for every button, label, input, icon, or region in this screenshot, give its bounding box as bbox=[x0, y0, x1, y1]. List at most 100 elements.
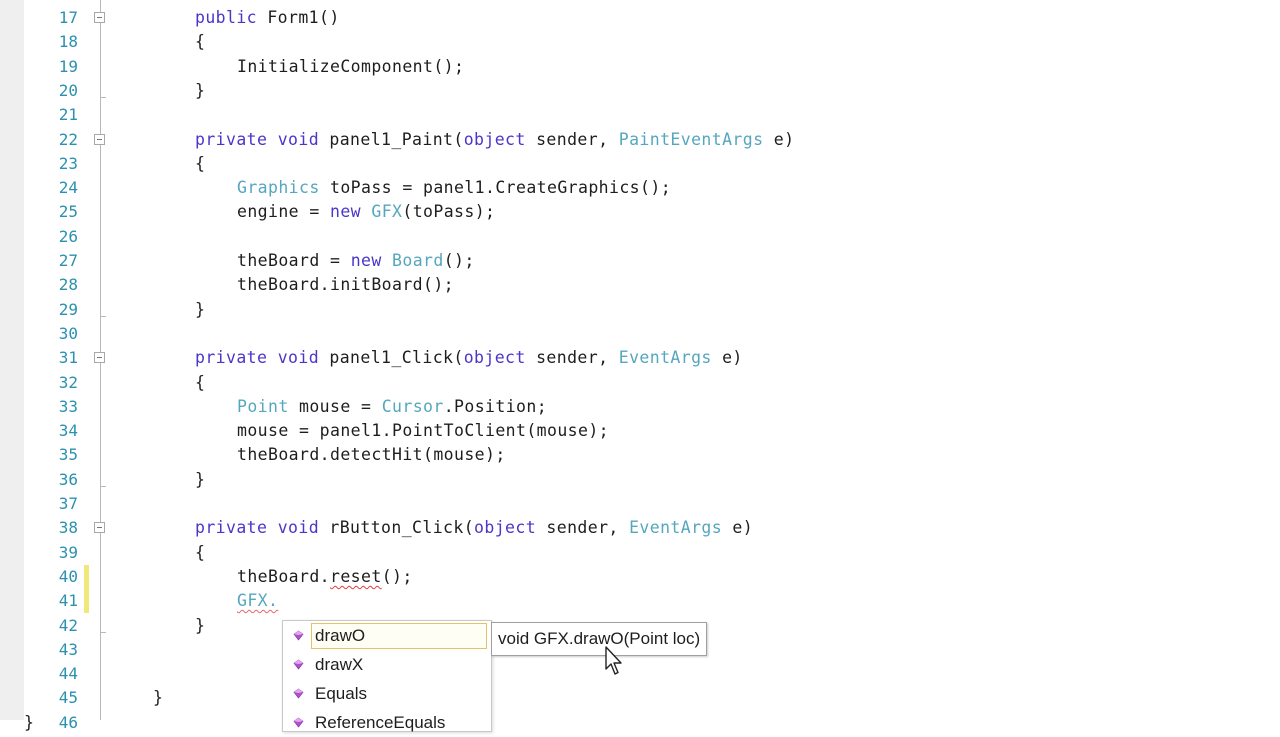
change-indicator bbox=[84, 589, 89, 614]
code-token: InitializeComponent(); bbox=[237, 56, 465, 76]
code-token: toPass = panel1.CreateGraphics(); bbox=[319, 178, 672, 198]
code-token: mouse = panel1.PointToClient(mouse); bbox=[237, 421, 610, 441]
code-line[interactable]: 18{ bbox=[24, 30, 1280, 54]
code-token: e) bbox=[722, 518, 754, 538]
code-line[interactable]: 35 theBoard.detectHit(mouse); bbox=[24, 443, 1280, 467]
code-token: Form1() bbox=[257, 8, 340, 27]
code-token: PaintEventArgs bbox=[618, 129, 764, 149]
code-token: Cursor bbox=[381, 396, 444, 416]
code-line[interactable]: 46} bbox=[24, 711, 1280, 735]
code-token: e) bbox=[763, 129, 795, 149]
fold-end-tick bbox=[100, 315, 106, 317]
code-token: sender, bbox=[525, 129, 619, 149]
code-token: theBoard.initBoard(); bbox=[237, 275, 455, 295]
line-number: 21 bbox=[58, 105, 78, 125]
method-icon bbox=[293, 659, 304, 670]
intellisense-item-drawo[interactable]: drawO bbox=[283, 622, 491, 650]
intellisense-item-label: ReferenceEquals bbox=[315, 713, 446, 732]
code-line[interactable]: 30 bbox=[24, 322, 1280, 346]
code-token: Graphics bbox=[237, 178, 320, 198]
line-number: 19 bbox=[58, 56, 78, 76]
line-number: 40 bbox=[58, 566, 78, 586]
fold-end-tick bbox=[100, 485, 106, 487]
line-number: 33 bbox=[58, 396, 78, 416]
line-number: 34 bbox=[58, 421, 78, 441]
code-line[interactable]: 45} bbox=[24, 686, 1280, 710]
code-line[interactable]: 19 InitializeComponent(); bbox=[24, 55, 1280, 79]
code-line[interactable]: 44 bbox=[24, 662, 1280, 686]
code-text: { bbox=[195, 152, 205, 176]
intellisense-tooltip: void GFX.drawO(Point loc) bbox=[491, 622, 708, 656]
code-token: void bbox=[277, 518, 320, 538]
code-line[interactable]: 23 { bbox=[24, 152, 1280, 176]
line-number: 36 bbox=[58, 469, 78, 489]
code-line[interactable]: 29} bbox=[24, 298, 1280, 322]
line-number: 32 bbox=[58, 372, 78, 392]
code-token: Point bbox=[237, 396, 289, 416]
intellisense-item-drawx[interactable]: drawX bbox=[283, 651, 491, 679]
code-line[interactable]: 20} bbox=[24, 79, 1280, 103]
code-line[interactable]: 36} bbox=[24, 468, 1280, 492]
code-line[interactable]: 39{ bbox=[24, 541, 1280, 565]
code-token bbox=[267, 130, 277, 149]
code-token: new bbox=[350, 251, 382, 270]
code-text: GFX. bbox=[237, 589, 278, 613]
collapse-icon[interactable] bbox=[94, 352, 105, 364]
mouse-pointer-icon bbox=[605, 646, 622, 675]
intellisense-item-referenceequals[interactable]: ReferenceEquals bbox=[283, 709, 491, 737]
code-token: (); bbox=[381, 566, 413, 586]
fold-end-tick bbox=[100, 96, 106, 98]
code-token: (toPass); bbox=[402, 202, 496, 222]
code-text: } bbox=[153, 686, 163, 710]
line-number: 35 bbox=[58, 445, 78, 465]
code-token: } bbox=[195, 299, 206, 319]
code-line[interactable]: 26 bbox=[24, 225, 1280, 249]
collapse-icon[interactable] bbox=[94, 12, 105, 23]
code-token: rButton_Click( bbox=[319, 518, 475, 538]
code-text: mouse = panel1.PointToClient(mouse); bbox=[237, 419, 609, 443]
line-number: 29 bbox=[58, 299, 78, 319]
code-token: } bbox=[24, 712, 35, 732]
code-line[interactable]: 32 { bbox=[24, 371, 1280, 395]
code-token bbox=[267, 518, 277, 537]
code-token: } bbox=[195, 80, 206, 100]
code-token: { bbox=[195, 372, 206, 392]
code-token: EventArgs bbox=[618, 348, 712, 368]
code-line[interactable]: 37 bbox=[24, 492, 1280, 516]
code-token: .Position; bbox=[443, 396, 548, 416]
collapse-icon[interactable] bbox=[94, 522, 105, 534]
line-number: 26 bbox=[58, 226, 78, 246]
code-line[interactable]: 42} bbox=[24, 614, 1280, 638]
method-icon bbox=[293, 717, 304, 728]
code-line[interactable]: 34 mouse = panel1.PointToClient(mouse); bbox=[24, 419, 1280, 443]
code-token: sender, bbox=[536, 518, 630, 538]
intellisense-item-equals[interactable]: Equals bbox=[283, 680, 491, 708]
code-token: object bbox=[463, 348, 526, 368]
collapse-icon[interactable] bbox=[94, 133, 105, 145]
code-token: theBoard.detectHit(mouse); bbox=[237, 445, 506, 465]
code-token: GFX bbox=[371, 202, 403, 222]
line-number: 20 bbox=[58, 80, 78, 100]
line-number: 22 bbox=[58, 129, 78, 149]
intellisense-item-label: drawX bbox=[315, 655, 364, 674]
code-line[interactable]: 21 bbox=[24, 103, 1280, 127]
code-line[interactable]: 43 bbox=[24, 638, 1280, 662]
code-token: object bbox=[463, 129, 526, 149]
change-indicator bbox=[84, 564, 89, 589]
line-number: 23 bbox=[58, 153, 78, 173]
method-icon bbox=[293, 630, 304, 641]
line-number: 38 bbox=[58, 518, 78, 538]
